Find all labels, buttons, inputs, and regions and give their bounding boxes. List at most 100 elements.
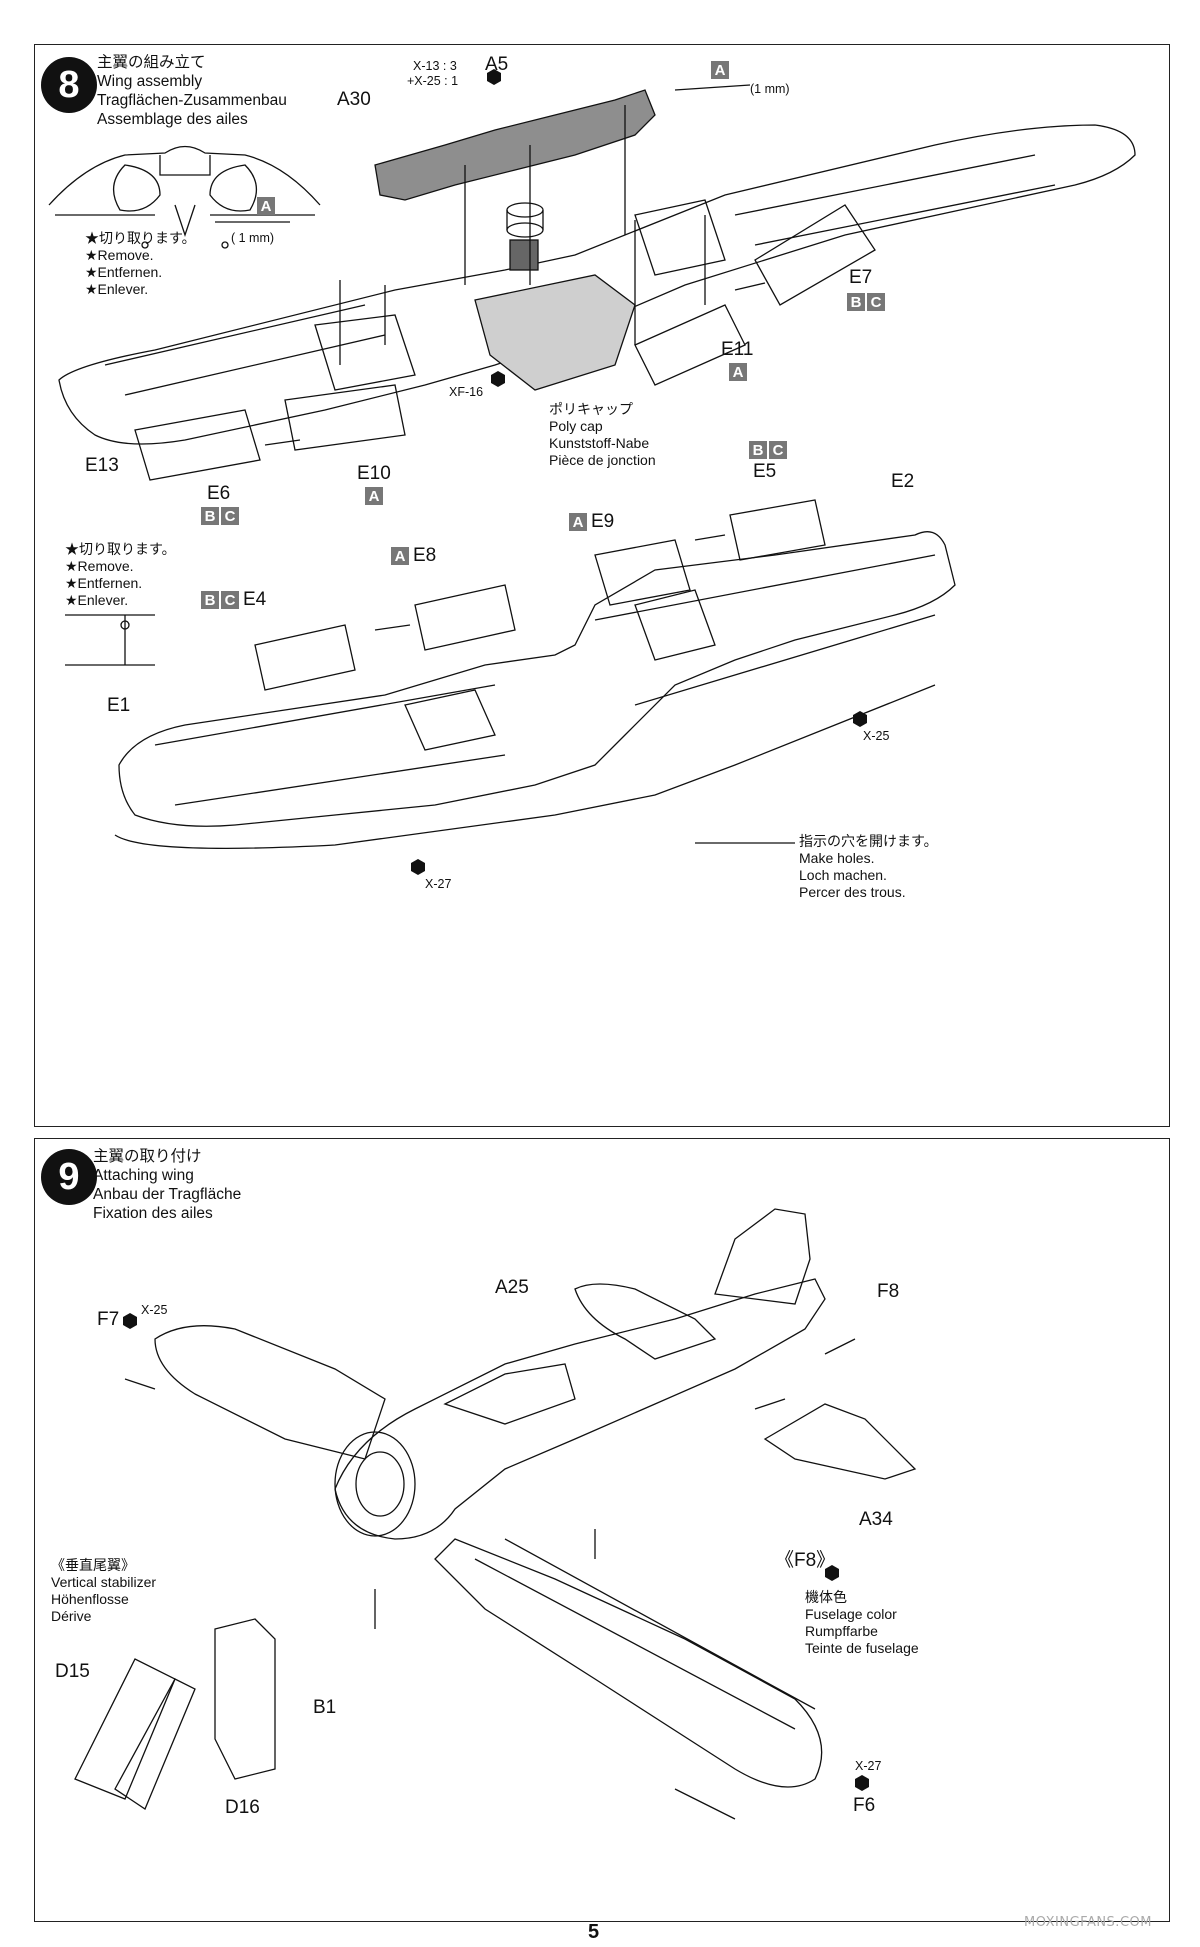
remove-en: ★Remove. xyxy=(85,247,154,263)
step-number-9: 9 xyxy=(41,1149,97,1205)
part-f8: F8 xyxy=(877,1281,900,1302)
partbox-a-e10: A xyxy=(365,487,383,505)
drill-size-left: ( 1 mm) xyxy=(231,231,275,245)
holes-de: Loch machen. xyxy=(799,867,887,883)
cowling xyxy=(334,1431,416,1537)
part-a30: A30 xyxy=(337,89,371,110)
polycap-note: ポリキャップ Poly cap Kunststoff-Nabe Pièce de… xyxy=(549,401,656,469)
paint-x25-9: X-25 xyxy=(141,1303,168,1317)
paint-hex-x13 xyxy=(487,69,501,85)
panel-e5 xyxy=(729,499,826,561)
part-e13: E13 xyxy=(85,455,119,476)
title9-de: Anbau der Tragfläche xyxy=(93,1186,242,1203)
paint-hex-x25 xyxy=(853,711,867,727)
wing-assembly-drawing xyxy=(48,69,1136,875)
partbox-b-e6: B xyxy=(201,507,219,525)
partbox-c-e6: C xyxy=(221,507,239,525)
polycap-fr: Pièce de jonction xyxy=(549,452,656,468)
remove-de: ★Entfernen. xyxy=(85,264,163,280)
holes-en: Make holes. xyxy=(799,850,875,866)
part-d15-shape xyxy=(74,1658,176,1800)
partbox-a-top: A xyxy=(711,61,729,79)
right-wing xyxy=(434,1538,823,1788)
title9-en: Attaching wing xyxy=(93,1167,194,1184)
vertical-tail xyxy=(714,1208,811,1305)
polycap-de: Kunststoff-Nabe xyxy=(549,435,650,451)
part-e7: E7 xyxy=(849,267,873,288)
remove2-fr: ★Enlever. xyxy=(65,592,129,608)
aircraft-drawing xyxy=(74,1208,917,1820)
title-de: Tragflächen-Zusammenbau xyxy=(97,92,287,109)
partbox-c-e4: C xyxy=(221,591,239,609)
part-d15: D15 xyxy=(55,1661,90,1682)
title9-fr: Fixation des ailes xyxy=(93,1205,213,1222)
part-e10: E10 xyxy=(357,463,391,484)
holes-ja: 指示の穴を開けます。 xyxy=(799,833,938,849)
remove2-ja: ★切り取ります。 xyxy=(65,541,176,557)
part-e1: E1 xyxy=(107,695,131,716)
part-f7: F7 xyxy=(97,1309,120,1330)
panel-e4 xyxy=(254,624,356,691)
part-e2: E2 xyxy=(891,471,915,492)
remove2-de: ★Entfernen. xyxy=(65,575,143,591)
panel-e9 xyxy=(594,539,691,606)
canopy xyxy=(443,1363,576,1425)
title-fr: Assemblage des ailes xyxy=(97,111,248,128)
part-e11: E11 xyxy=(721,339,754,360)
title-en: Wing assembly xyxy=(97,73,203,90)
left-wing xyxy=(154,1325,386,1460)
panel-e7 xyxy=(754,204,876,306)
part-d16-shape xyxy=(114,1678,196,1810)
panel-e8 xyxy=(414,584,516,651)
fuselage xyxy=(334,1278,826,1540)
polycap-ja: ポリキャップ xyxy=(549,401,633,417)
title-ja: 主翼の組み立て xyxy=(97,54,206,71)
lower-wing-outline xyxy=(114,531,956,849)
holes-fr: Percer des trous. xyxy=(799,884,906,900)
watermark: MOXINGFANS.COM xyxy=(1024,1915,1152,1930)
partbox-a-e8: A xyxy=(391,547,409,565)
remove-note: ★切り取ります。 ★Remove. ★Entfernen. ★Enlever. xyxy=(85,230,196,298)
part-e8: E8 xyxy=(413,545,437,566)
paint-x27-9: X-27 xyxy=(855,1759,882,1773)
paint-hex-f8 xyxy=(825,1565,839,1581)
vstab-de: Höhenflosse xyxy=(51,1591,129,1607)
paint-hex-x27 xyxy=(411,859,425,875)
paint-hex-x25-f7 xyxy=(123,1313,137,1329)
center-section-detail xyxy=(48,145,321,249)
step-number-8: 8 xyxy=(41,57,97,113)
part-a25: A25 xyxy=(495,1277,529,1298)
part-a5: A5 xyxy=(485,54,509,75)
stabilizer-a25 xyxy=(574,1283,717,1360)
holes-note: 指示の穴を開けます。 Make holes. Loch machen. Perc… xyxy=(799,833,938,901)
paint-hex-xf16 xyxy=(491,371,505,387)
remove-note-2: ★切り取ります。 ★Remove. ★Entfernen. ★Enlever. xyxy=(65,541,176,609)
f8-title: 《F8》 xyxy=(775,1550,836,1571)
paint-ratio-1: X-13 : 3 xyxy=(413,59,457,73)
remove2-en: ★Remove. xyxy=(65,558,134,574)
part-b1-shape xyxy=(214,1618,276,1780)
part-b1: B1 xyxy=(313,1697,337,1718)
part-a34: A34 xyxy=(859,1509,893,1530)
panel-e11 xyxy=(634,304,746,386)
remove-ja: ★切り取ります。 xyxy=(85,230,196,246)
part-e9: E9 xyxy=(591,511,615,532)
vstab-fr: Dérive xyxy=(51,1608,92,1624)
partbox-b-e7: B xyxy=(847,293,865,311)
f8-en: Fuselage color xyxy=(805,1606,897,1622)
part-e5: E5 xyxy=(753,461,777,482)
part-f6: F6 xyxy=(853,1795,876,1816)
f8-de: Rumpffarbe xyxy=(805,1623,878,1639)
panel-e6 xyxy=(134,409,261,481)
part-d16: D16 xyxy=(225,1797,260,1818)
f8-fr: Teinte de fuselage xyxy=(805,1640,919,1656)
vertical-stabilizer-note: 《垂直尾翼》 Vertical stabilizer Höhenflosse D… xyxy=(51,1557,156,1625)
step-8-panel: 8 主翼の組み立て Wing assembly Tragflächen-Zusa… xyxy=(34,44,1170,1127)
paint-hex-x27-f6 xyxy=(855,1775,869,1791)
polycap-en: Poly cap xyxy=(549,418,603,434)
f8-ja: 機体色 xyxy=(805,1589,847,1605)
f8-color-note: 機体色 Fuselage color Rumpffarbe Teinte de … xyxy=(805,1589,919,1657)
partbox-b-e5: B xyxy=(749,441,767,459)
part-e4: E4 xyxy=(243,589,267,610)
partbox-b-e4: B xyxy=(201,591,219,609)
